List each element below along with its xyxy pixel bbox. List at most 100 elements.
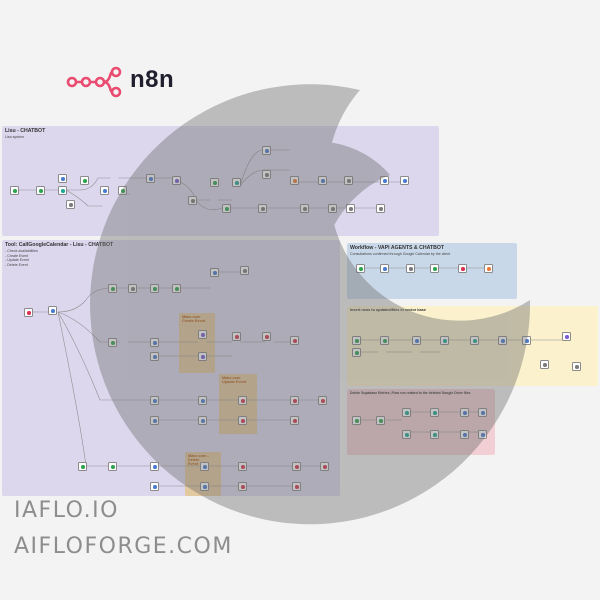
group-vector-delete[interactable]: Delete Supabase Entries, Flow run relate… xyxy=(347,389,495,455)
workflow-node[interactable] xyxy=(150,338,159,347)
group-lisa-chatbot[interactable]: Lisu - CHATBOT Lisa system xyxy=(2,126,439,236)
workflow-node[interactable] xyxy=(238,396,247,405)
workflow-node[interactable] xyxy=(198,396,207,405)
code-icon xyxy=(241,485,245,489)
workflow-node[interactable] xyxy=(460,408,469,417)
workflow-node[interactable] xyxy=(240,266,249,275)
workflow-node[interactable] xyxy=(356,264,365,273)
workflow-node[interactable] xyxy=(36,186,45,195)
workflow-node[interactable] xyxy=(262,146,271,155)
workflow-node[interactable] xyxy=(290,176,299,185)
workflow-node[interactable] xyxy=(478,408,487,417)
workflow-node[interactable] xyxy=(238,482,247,491)
workflow-node[interactable] xyxy=(470,336,479,345)
workflow-node[interactable] xyxy=(320,462,329,471)
workflow-node[interactable] xyxy=(318,176,327,185)
workflow-node[interactable] xyxy=(210,178,219,187)
workflow-node[interactable] xyxy=(498,336,507,345)
trigger-icon xyxy=(39,189,43,193)
code-icon xyxy=(203,465,207,469)
code-icon xyxy=(131,287,135,291)
workflow-node[interactable] xyxy=(80,176,89,185)
workflow-node[interactable] xyxy=(540,360,549,369)
workflow-node[interactable] xyxy=(108,338,117,347)
workflow-node[interactable] xyxy=(376,416,385,425)
workflow-node[interactable] xyxy=(210,268,219,277)
workflow-node[interactable] xyxy=(412,336,421,345)
workflow-node[interactable] xyxy=(430,264,439,273)
workflow-node[interactable] xyxy=(400,176,409,185)
workflow-node[interactable] xyxy=(100,186,109,195)
workflow-node[interactable] xyxy=(150,284,159,293)
workflow-node[interactable] xyxy=(128,284,137,293)
workflow-node[interactable] xyxy=(402,430,411,439)
workflow-node[interactable] xyxy=(460,430,469,439)
workflow-node[interactable] xyxy=(232,332,241,341)
workflow-node[interactable] xyxy=(198,330,207,339)
workflow-node[interactable] xyxy=(198,352,207,361)
workflow-node[interactable] xyxy=(108,284,117,293)
workflow-node[interactable] xyxy=(66,200,75,209)
code-icon xyxy=(265,173,269,177)
workflow-node[interactable] xyxy=(402,408,411,417)
workflow-node[interactable] xyxy=(150,396,159,405)
workflow-node[interactable] xyxy=(344,176,353,185)
workflow-node[interactable] xyxy=(48,306,57,315)
workflow-node[interactable] xyxy=(440,336,449,345)
workflow-node[interactable] xyxy=(262,170,271,179)
workflow-node[interactable] xyxy=(290,396,299,405)
workflow-node[interactable] xyxy=(146,174,155,183)
workflow-node[interactable] xyxy=(222,204,231,213)
workflow-node[interactable] xyxy=(78,462,87,471)
workflow-node[interactable] xyxy=(10,186,19,195)
workflow-node[interactable] xyxy=(108,462,117,471)
workflow-node[interactable] xyxy=(258,204,267,213)
workflow-node[interactable] xyxy=(380,264,389,273)
group-vector-insert[interactable]: Insert rows to updated/files in vector b… xyxy=(347,306,598,386)
workflow-node[interactable] xyxy=(562,332,571,341)
workflow-node[interactable] xyxy=(238,462,247,471)
workflow-node[interactable] xyxy=(150,482,159,491)
workflow-node[interactable] xyxy=(376,204,385,213)
workflow-node[interactable] xyxy=(290,336,299,345)
workflow-node[interactable] xyxy=(150,416,159,425)
workflow-node[interactable] xyxy=(572,362,581,371)
workflow-node[interactable] xyxy=(346,204,355,213)
workflow-node[interactable] xyxy=(458,264,467,273)
workflow-node[interactable] xyxy=(380,336,389,345)
workflow-node[interactable] xyxy=(150,352,159,361)
workflow-node[interactable] xyxy=(172,284,181,293)
workflow-node[interactable] xyxy=(200,462,209,471)
workflow-node[interactable] xyxy=(198,416,207,425)
group-calendar-tool[interactable]: Tool: CallGoogleCalendar - Lisu - CHATBO… xyxy=(2,240,340,496)
workflow-node[interactable] xyxy=(150,462,159,471)
workflow-node[interactable] xyxy=(522,336,531,345)
workflow-node[interactable] xyxy=(300,204,309,213)
workflow-node[interactable] xyxy=(188,196,197,205)
workflow-node[interactable] xyxy=(406,264,415,273)
note-create-event[interactable]: Make.com Create Event xyxy=(179,313,215,373)
workflow-node[interactable] xyxy=(352,416,361,425)
workflow-node[interactable] xyxy=(292,482,301,491)
workflow-node[interactable] xyxy=(58,186,67,195)
workflow-node[interactable] xyxy=(290,416,299,425)
workflow-node[interactable] xyxy=(478,430,487,439)
workflow-node[interactable] xyxy=(318,396,327,405)
workflow-node[interactable] xyxy=(328,204,337,213)
workflow-node[interactable] xyxy=(292,462,301,471)
workflow-node[interactable] xyxy=(352,348,361,357)
workflow-node[interactable] xyxy=(232,178,241,187)
workflow-node[interactable] xyxy=(238,416,247,425)
workflow-node[interactable] xyxy=(380,176,389,185)
workflow-node[interactable] xyxy=(172,176,181,185)
workflow-node[interactable] xyxy=(58,174,67,183)
workflow-node[interactable] xyxy=(430,408,439,417)
workflow-node[interactable] xyxy=(200,482,209,491)
workflow-node[interactable] xyxy=(118,186,127,195)
workflow-node[interactable] xyxy=(24,308,33,317)
workflow-node[interactable] xyxy=(262,332,271,341)
workflow-node[interactable] xyxy=(430,430,439,439)
workflow-node[interactable] xyxy=(484,264,493,273)
workflow-node[interactable] xyxy=(352,336,361,345)
